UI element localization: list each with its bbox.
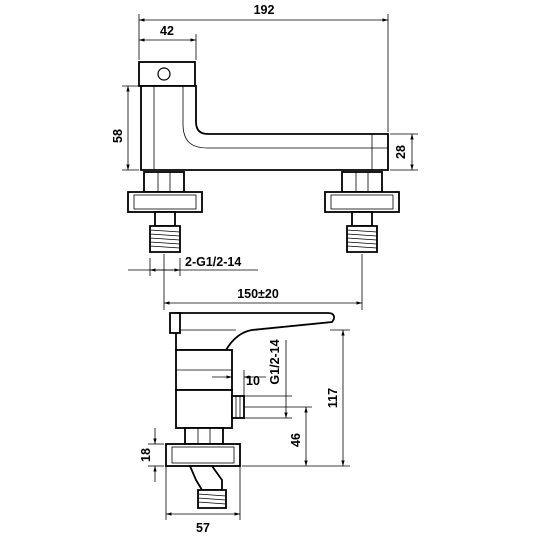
dim-side-thread: G1/2-14	[244, 339, 292, 419]
dim-spout-height: 28	[390, 133, 418, 171]
dim-base-height: 18	[139, 428, 164, 482]
side-view: G1/2-14 10 117 46 18	[139, 312, 350, 535]
dim-18-label: 18	[139, 448, 153, 462]
faucet-body-spout	[140, 85, 389, 171]
dim-192-label: 192	[254, 3, 275, 17]
dim-inlet-spacing: 150±20	[163, 254, 363, 310]
dim-10-label: 10	[246, 374, 260, 388]
dim-thread-label: 2-G1/2-14	[185, 255, 241, 269]
left-inlet	[127, 171, 203, 253]
handle-screw	[157, 67, 171, 81]
lever-handle	[175, 312, 335, 351]
front-view: 192 42 58 28 2-G1/2-14	[111, 3, 418, 310]
dim-58-label: 58	[111, 129, 125, 143]
dim-handle-width: 42	[139, 24, 197, 60]
dim-inlet-thread: 2-G1/2-14	[128, 255, 258, 276]
dim-overall-length: 192	[138, 3, 389, 132]
dim-total-height: 117	[242, 329, 350, 467]
dim-side-thread-label: G1/2-14	[268, 339, 282, 384]
right-inlet	[324, 171, 400, 253]
dim-117-label: 117	[326, 388, 340, 408]
dim-thread-depth: 10	[212, 370, 266, 396]
dim-base-width: 57	[165, 466, 241, 535]
dim-150-label: 150±20	[237, 287, 279, 301]
dim-46-label: 46	[289, 433, 303, 447]
dim-57-label: 57	[196, 521, 210, 535]
side-nut	[184, 427, 224, 445]
dim-42-label: 42	[160, 24, 174, 38]
dim-body-height: 58	[111, 85, 139, 171]
lever-pivot	[169, 312, 181, 334]
handle-cap	[138, 61, 196, 87]
side-body-lower	[175, 389, 233, 429]
side-outlet	[231, 395, 245, 419]
spout-inner-line	[182, 123, 388, 149]
dim-outlet-height: 46	[244, 406, 312, 466]
dim-28-label: 28	[394, 145, 408, 159]
eccentric-connector	[188, 465, 223, 491]
